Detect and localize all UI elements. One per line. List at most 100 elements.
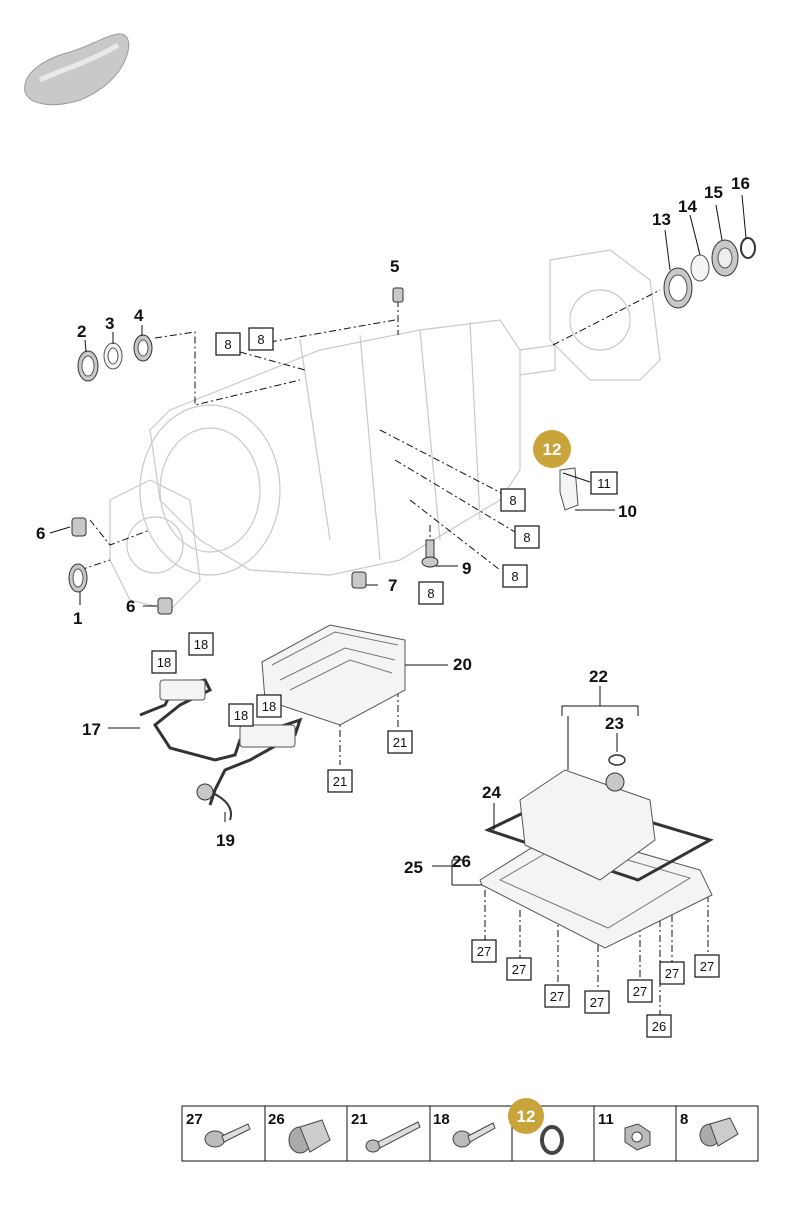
svg-text:18: 18: [433, 1111, 450, 1128]
callout-15: 15: [704, 183, 723, 202]
transmission-housing: [109, 249, 661, 611]
svg-text:27: 27: [186, 1111, 203, 1128]
part-seal-1: [68, 563, 88, 593]
callout-13: 13: [652, 210, 671, 229]
callout-1: 1: [73, 609, 82, 628]
car-silhouette-icon: [24, 33, 130, 106]
long-bolt-icon: [365, 1121, 421, 1153]
svg-text:21: 21: [351, 1111, 368, 1128]
callout-5: 5: [390, 257, 399, 276]
svg-text:8: 8: [523, 530, 530, 545]
part-sensor-7: [351, 571, 367, 589]
callout-19: 19: [216, 831, 235, 850]
box-label-27: 27: [584, 990, 610, 1014]
callout-16: 16: [731, 174, 750, 193]
legend-cell-18[interactable]: 18: [433, 1111, 496, 1148]
svg-text:11: 11: [597, 476, 611, 491]
callout-14: 14: [678, 197, 697, 216]
hex-nut-icon: [624, 1123, 651, 1151]
svg-text:18: 18: [234, 708, 248, 723]
legend-cell-12[interactable]: 12: [508, 1098, 564, 1155]
svg-text:27: 27: [477, 944, 491, 959]
part-seal-2: [77, 350, 99, 382]
legend-cell-27[interactable]: 27: [186, 1111, 251, 1148]
part-valve-body-20: [261, 624, 406, 726]
svg-text:18: 18: [157, 655, 171, 670]
svg-text:18: 18: [194, 637, 208, 652]
svg-text:12: 12: [543, 440, 562, 459]
callout-4: 4: [134, 306, 144, 325]
part-sensor-6b: [157, 597, 173, 615]
part-bracket-10: [559, 467, 579, 511]
box-label-8: 8: [502, 564, 528, 588]
svg-text:8: 8: [509, 493, 516, 508]
part-wiring-harness-17: [139, 678, 303, 821]
svg-text:26: 26: [268, 1111, 285, 1128]
box-label-27: 27: [659, 961, 685, 985]
box-label-21: 21: [387, 730, 413, 754]
box-label-18: 18: [188, 632, 214, 656]
highlighted-callout-12[interactable]: 12: [533, 430, 571, 468]
svg-text:26: 26: [652, 1019, 666, 1034]
legend-cell-11[interactable]: 11: [598, 1111, 651, 1151]
part-seal-4: [133, 334, 153, 362]
bolt-icon: [452, 1122, 496, 1148]
svg-text:12: 12: [517, 1107, 536, 1126]
callouts: 1 2 3 4 5 6 6 7 9 10 13 14 15 16 17 19 2…: [36, 174, 750, 877]
callout-20: 20: [453, 655, 472, 674]
callout-6a: 6: [36, 524, 45, 543]
boxed-labels: 8 8 8 8 8 8 8 11 18 18 18 18 21 21 27 27…: [151, 327, 720, 1038]
sealing-ring-icon: [540, 1125, 564, 1155]
box-label-8: 8: [215, 332, 241, 356]
legend-cell-8[interactable]: 8: [680, 1111, 739, 1147]
part-ring-14: [690, 254, 710, 282]
box-label-18: 18: [256, 694, 282, 718]
svg-text:27: 27: [633, 984, 647, 999]
box-label-8: 8: [418, 581, 444, 605]
svg-text:8: 8: [224, 337, 231, 352]
callout-7: 7: [388, 576, 397, 595]
box-label-8: 8: [248, 327, 274, 351]
box-label-27: 27: [544, 984, 570, 1008]
svg-text:27: 27: [590, 995, 604, 1010]
callout-9: 9: [462, 559, 471, 578]
legend-cell-26[interactable]: 26: [268, 1111, 331, 1154]
callout-26: 26: [452, 852, 471, 871]
callout-10: 10: [618, 502, 637, 521]
box-label-21: 21: [327, 769, 353, 793]
box-label-26: 26: [646, 1014, 672, 1038]
legend-cell-21[interactable]: 21: [351, 1111, 421, 1153]
callout-24: 24: [482, 783, 501, 802]
plug-icon: [288, 1119, 331, 1154]
box-label-18: 18: [151, 650, 177, 674]
part-seal-13: [663, 267, 693, 309]
svg-text:11: 11: [598, 1111, 614, 1128]
callout-22: 22: [589, 667, 608, 686]
callout-25: 25: [404, 858, 423, 877]
box-label-27: 27: [506, 957, 532, 981]
svg-text:21: 21: [333, 774, 347, 789]
callout-23: 23: [605, 714, 624, 733]
box-label-8: 8: [514, 525, 540, 549]
svg-text:8: 8: [427, 586, 434, 601]
part-flange-15: [711, 239, 739, 277]
svg-text:27: 27: [665, 966, 679, 981]
svg-text:27: 27: [550, 989, 564, 1004]
svg-text:21: 21: [393, 735, 407, 750]
dashed-leaders: [79, 289, 709, 1015]
part-oring-23: [608, 754, 626, 766]
svg-text:27: 27: [700, 959, 714, 974]
box-label-8: 8: [500, 488, 526, 512]
svg-text:8: 8: [680, 1111, 688, 1128]
box-label-18: 18: [228, 703, 254, 727]
box-label-11: 11: [590, 471, 618, 495]
part-bearing-3: [103, 342, 123, 370]
box-label-27: 27: [471, 939, 497, 963]
svg-text:18: 18: [262, 699, 276, 714]
part-sensor-6a: [71, 517, 87, 537]
plug-icon: [699, 1117, 739, 1147]
legend-table: 27 26 21 18: [181, 1098, 759, 1162]
callout-6b: 6: [126, 597, 135, 616]
part-circlip-16: [740, 237, 756, 259]
